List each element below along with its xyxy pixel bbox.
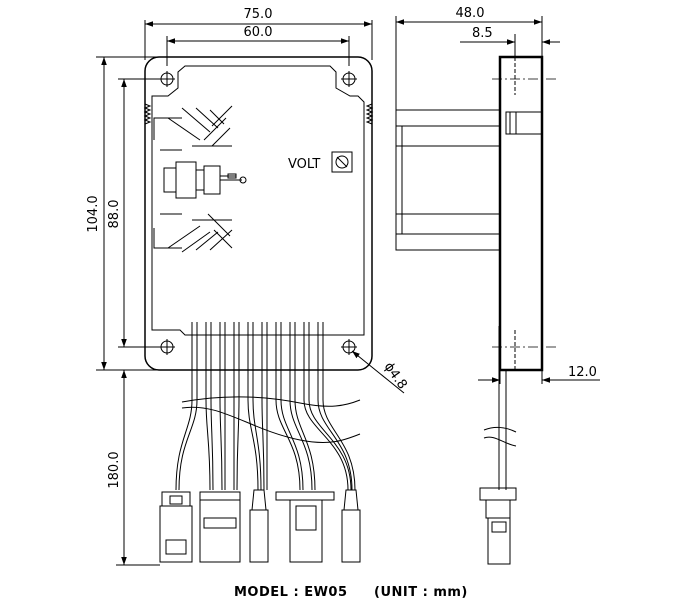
side-connector: [479, 487, 517, 565]
lead-wire: [289, 322, 313, 491]
volt-label: VOLT: [288, 157, 320, 172]
front-view: 75.0 60.0 104.0 88.0 180.0: [86, 7, 410, 566]
dim-flange-thickness-label: 8.5: [472, 26, 493, 41]
lead-wire: [210, 322, 214, 491]
power-transistor: [163, 161, 247, 199]
lead-wire: [175, 322, 193, 491]
mounting-hole-top-right: [341, 71, 357, 87]
lead-wire: [247, 322, 259, 491]
lead-wire: [308, 322, 352, 491]
mounting-hole-bottom-right: [341, 339, 357, 355]
caption: MODEL : EW05 (UNIT : mm): [234, 585, 468, 600]
connector-2: [199, 491, 241, 563]
lead-wire: [294, 322, 316, 491]
dimension-lower-offset: 12.0: [478, 365, 600, 384]
mounting-hole-top-left: [159, 71, 175, 87]
hole-diameter-callout: ϕ4.8: [351, 350, 410, 394]
lead-wire: [219, 322, 223, 491]
case-inner-outline: [151, 65, 365, 336]
side-plate: [498, 55, 544, 372]
case-outline: [144, 56, 373, 371]
lead-wire: [252, 322, 262, 491]
lead-wire: [261, 322, 265, 491]
side-view: 48.0 8.5 12.: [395, 6, 600, 565]
heatsink-fins: [153, 105, 233, 253]
lead-wires: [175, 322, 356, 491]
connector-1: [159, 491, 193, 563]
dimension-overall-width: 75.0: [144, 7, 373, 60]
connector-3: [249, 489, 269, 563]
dim-overall-width-label: 75.0: [244, 7, 273, 22]
side-heatsink: [395, 109, 501, 251]
lead-wire: [275, 322, 301, 491]
dim-hole-spacing-height-label: 88.0: [107, 200, 122, 229]
model-caption: MODEL : EW05: [234, 585, 348, 600]
volt-trimmer: [331, 151, 353, 173]
dimension-side-depth: 48.0: [395, 6, 543, 110]
wire-break-lines: [181, 396, 361, 443]
dimension-overall-height: 104.0: [86, 56, 160, 371]
unit-caption: (UNIT : mm): [374, 585, 468, 600]
lead-wire: [322, 322, 356, 491]
dimension-lead-length: 180.0: [107, 370, 160, 566]
dim-lower-offset-label: 12.0: [568, 365, 597, 380]
dimension-hole-spacing-width: 60.0: [166, 25, 350, 66]
lead-wire: [205, 322, 211, 491]
dimension-flange-thickness: 8.5: [460, 26, 560, 60]
dim-hole-diameter-label: ϕ4.8: [381, 360, 410, 393]
left-serration: [143, 103, 152, 125]
mounting-hole-bottom-left: [159, 339, 175, 355]
lead-wire: [317, 322, 353, 491]
connector-5: [341, 489, 361, 563]
lead-wire: [236, 322, 240, 491]
dim-side-depth-label: 48.0: [456, 6, 485, 21]
dim-lead-length-label: 180.0: [107, 451, 122, 488]
lead-wire: [178, 322, 198, 491]
lead-wire: [280, 322, 304, 491]
connector-4: [275, 491, 335, 563]
dim-overall-height-label: 104.0: [86, 195, 101, 232]
right-serration: [365, 103, 374, 125]
dim-hole-spacing-width-label: 60.0: [244, 25, 273, 40]
dimension-hole-spacing-height: 88.0: [107, 78, 160, 348]
